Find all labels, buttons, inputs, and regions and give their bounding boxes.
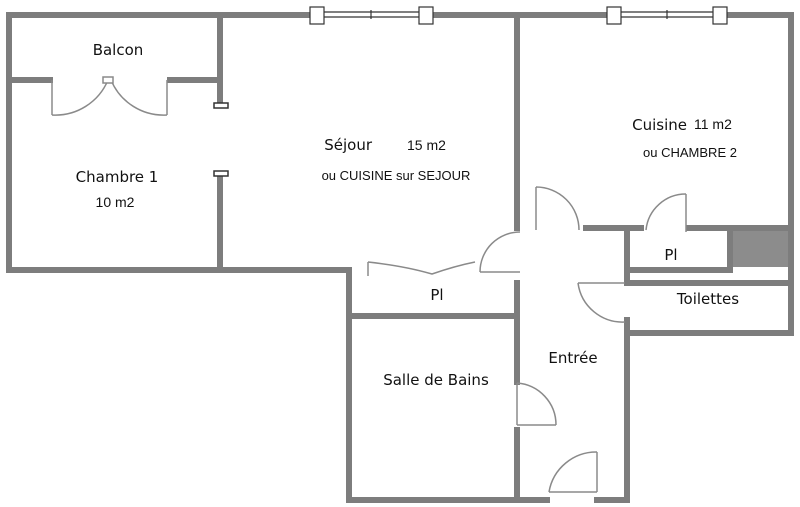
label-toilettes: Toilettes xyxy=(676,290,739,308)
door-toilettes xyxy=(577,282,626,323)
door-balcon xyxy=(51,76,168,116)
walls xyxy=(6,12,794,503)
door-entree xyxy=(548,451,598,493)
door-salle-de-bains xyxy=(516,382,557,426)
window-cuisine xyxy=(606,6,728,25)
label-chambre1-area: 10 m2 xyxy=(96,194,135,210)
door-cuisine xyxy=(535,186,580,231)
label-sejour: Séjour xyxy=(324,136,373,154)
label-salle-de-bains: Salle de Bains xyxy=(383,371,489,389)
label-chambre1: Chambre 1 xyxy=(76,168,159,186)
door-placard-cuisine xyxy=(645,193,687,232)
label-cuisine: Cuisine xyxy=(632,116,687,134)
label-sejour-note: ou CUISINE sur SEJOUR xyxy=(322,168,471,183)
window-sejour xyxy=(309,6,434,25)
door-sejour xyxy=(479,231,521,273)
technical-duct xyxy=(733,231,788,267)
label-cuisine-note: ou CHAMBRE 2 xyxy=(643,145,737,160)
label-balcon: Balcon xyxy=(93,41,144,59)
opening-chambre-sejour xyxy=(213,102,229,177)
label-placard-cuisine: Pl xyxy=(664,246,677,264)
door-placard-couloir xyxy=(367,261,476,276)
label-cuisine-area: 11 m2 xyxy=(694,116,732,132)
label-entree: Entrée xyxy=(548,349,597,367)
label-placard-couloir: Pl xyxy=(430,286,443,304)
label-sejour-area: 15 m2 xyxy=(407,137,446,153)
